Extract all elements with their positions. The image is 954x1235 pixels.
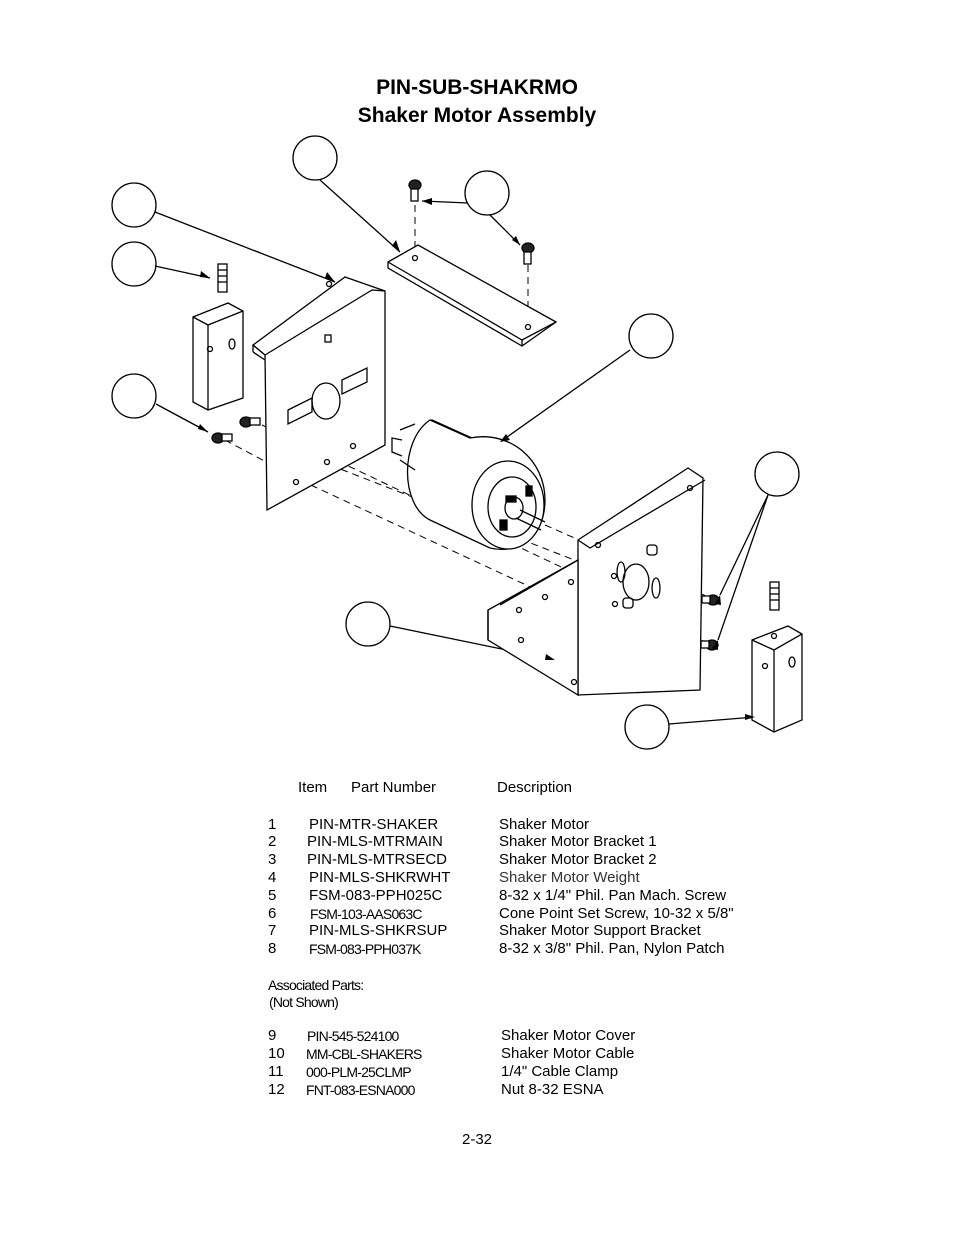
page-subtitle: Shaker Motor Assembly: [357, 104, 597, 127]
callout-balloon: [464, 170, 510, 216]
screw-top-2: [521, 242, 535, 265]
item-number: 10: [268, 1045, 285, 1062]
part-number: FSM-083-PPH025C: [309, 887, 443, 904]
item-number: 11: [268, 1063, 284, 1080]
item-number: 6: [268, 905, 277, 922]
part-number: 000-PLM-25CLMP: [306, 1064, 412, 1080]
part-number: FNT-083-ESNA000: [306, 1082, 415, 1098]
screw-left-1: [211, 432, 233, 444]
callout-balloon: [345, 601, 391, 647]
column-header-description: Description: [497, 779, 573, 796]
motor-bracket-1: [251, 276, 386, 512]
part-description: 8-32 x 1/4" Phil. Pan Mach. Screw: [499, 887, 727, 904]
motor-support-bracket: [387, 244, 558, 347]
callout-balloon: [111, 241, 157, 287]
exploded-view-diagram: [111, 135, 803, 750]
callout-balloon: [754, 451, 800, 497]
part-description: Shaker Motor Cable: [501, 1045, 635, 1062]
screw-top-1: [408, 179, 422, 202]
column-header-item: Item: [298, 779, 328, 796]
part-number: PIN-MLS-MTRSECD: [307, 851, 448, 868]
part-description: Shaker Motor Cover: [501, 1027, 636, 1044]
part-number: PIN-MLS-SHKRSUP: [309, 922, 448, 939]
part-description: Shaker Motor Support Bracket: [499, 922, 701, 939]
item-number: 9: [268, 1027, 277, 1044]
callout-balloon: [111, 182, 157, 228]
column-header-part-number: Part Number: [351, 779, 437, 796]
part-description: 1/4" Cable Clamp: [501, 1063, 619, 1080]
part-description: Shaker Motor Bracket 1: [499, 833, 657, 850]
associated-parts-note: (Not Shown): [269, 994, 339, 1010]
page-title: PIN-SUB-SHAKRMO: [376, 76, 578, 99]
item-number: 7: [268, 922, 277, 939]
part-description: Shaker Motor Weight: [499, 869, 640, 886]
shaker-motor: [391, 419, 546, 550]
part-description: Nut 8-32 ESNA: [501, 1081, 604, 1098]
item-number: 8: [268, 940, 277, 957]
part-number: PIN-545-524100: [307, 1028, 399, 1044]
item-number: 5: [268, 887, 277, 904]
part-description: Shaker Motor: [499, 816, 590, 833]
item-number: 2: [268, 833, 277, 850]
part-description: Shaker Motor Bracket 2: [499, 851, 657, 868]
callout-balloon: [624, 704, 670, 750]
part-number: MM-CBL-SHAKERS: [306, 1046, 422, 1062]
callout-balloon: [111, 373, 157, 419]
motor-weight-right: [751, 581, 803, 733]
motor-bracket-2: [487, 467, 706, 697]
part-number: PIN-MLS-MTRMAIN: [307, 833, 443, 850]
item-number: 12: [268, 1081, 285, 1098]
associated-parts-label: Associated Parts:: [268, 977, 364, 993]
part-description: 8-32 x 3/8" Phil. Pan, Nylon Patch: [499, 940, 725, 957]
callout-balloon: [628, 313, 674, 359]
part-number: PIN-MTR-SHAKER: [309, 816, 439, 833]
callout-balloon: [292, 135, 338, 181]
motor-weight-left: [192, 263, 244, 411]
item-number: 1: [268, 816, 277, 833]
item-number: 3: [268, 851, 277, 868]
part-description: Cone Point Set Screw, 10-32 x 5/8": [499, 905, 734, 922]
part-number: FSM-083-PPH037K: [309, 941, 422, 957]
part-number: PIN-MLS-SHKRWHT: [309, 869, 451, 886]
item-number: 4: [268, 869, 277, 886]
screw-left-2: [239, 416, 261, 428]
page-number: 2-32: [461, 1131, 493, 1148]
part-number: FSM-103-AAS063C: [310, 906, 423, 922]
